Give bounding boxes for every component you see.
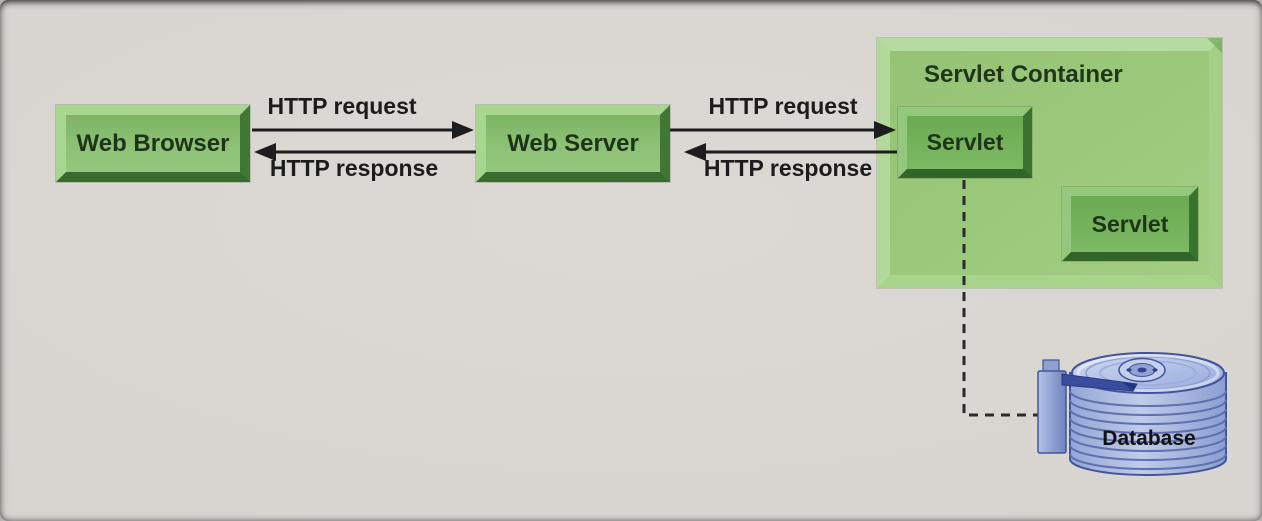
web-browser-label: Web Browser (76, 129, 230, 157)
edge-label-http-response-2: HTTP response (703, 155, 873, 181)
edge-label-http-request-2: HTTP request (708, 93, 858, 119)
edge-label-http-response-1: HTTP response (269, 155, 439, 181)
database-icon: Database (1037, 352, 1227, 476)
servlet-bottom-label: Servlet (1091, 210, 1169, 237)
container-bevel-corner (1207, 38, 1222, 53)
node-servlet-container: Servlet Container Servlet Servlet (877, 38, 1222, 288)
servlet-container-label: Servlet Container (924, 61, 1123, 88)
node-servlet-top: Servlet (898, 107, 1032, 178)
web-server-label: Web Server (507, 129, 639, 157)
edge-label-http-request-1: HTTP request (267, 93, 417, 119)
servlet-top-label: Servlet (926, 129, 1004, 155)
node-servlet-bottom: Servlet (1062, 187, 1198, 261)
node-web-server: Web Server (476, 105, 670, 182)
arrow-http-request-1 (252, 121, 474, 139)
arrow-http-request-2 (670, 121, 896, 139)
node-web-browser: Web Browser (56, 105, 250, 182)
database-label: Database (1102, 427, 1195, 450)
